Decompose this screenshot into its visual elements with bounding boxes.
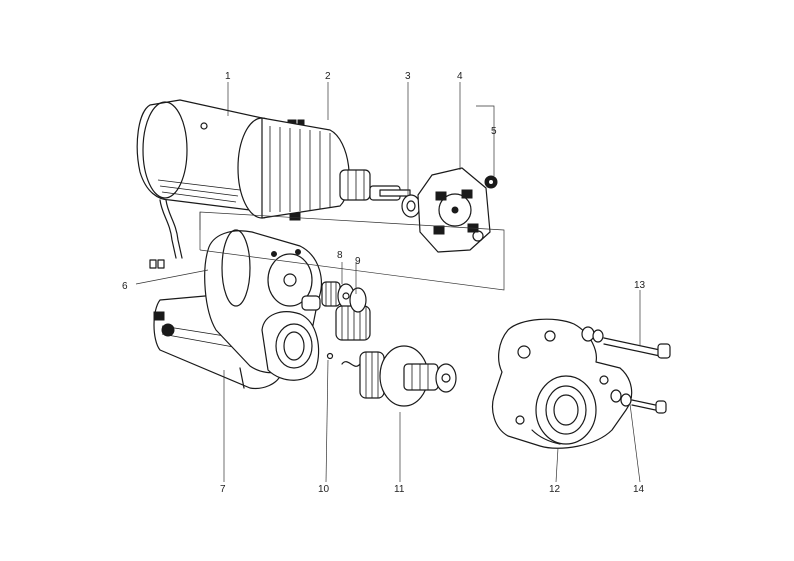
callout-6: 6 [122, 281, 128, 292]
callout-10: 10 [318, 484, 330, 495]
callout-7: 7 [220, 484, 226, 495]
callout-2: 2 [325, 71, 331, 82]
brush-holder-part [417, 167, 491, 253]
callout-1: 1 [225, 71, 231, 82]
short-bolt-part [610, 389, 667, 414]
leader-lines [135, 82, 641, 483]
callout-13: 13 [634, 280, 646, 291]
callout-11: 11 [394, 484, 405, 495]
callout-8: 8 [337, 250, 343, 261]
screw-part [484, 175, 498, 189]
callout-12: 12 [549, 484, 561, 495]
callout-14: 14 [633, 484, 645, 495]
gear-part [321, 281, 371, 341]
callout-3: 3 [405, 71, 411, 82]
callout-4: 4 [457, 71, 463, 82]
callout-labels: 1 2 3 4 5 6 7 8 9 10 11 12 13 14 [122, 71, 646, 495]
drive-end-housing-part [149, 229, 322, 390]
callout-5: 5 [491, 126, 497, 137]
assembly-bracket-lines [199, 211, 505, 291]
callout-9: 9 [355, 256, 361, 267]
drive-pinion-part [341, 345, 457, 407]
armature-part [237, 117, 411, 219]
pin-part [326, 352, 334, 360]
washer-part [401, 194, 421, 218]
mounting-bracket-part [491, 318, 633, 449]
long-bolt-part [581, 326, 671, 359]
